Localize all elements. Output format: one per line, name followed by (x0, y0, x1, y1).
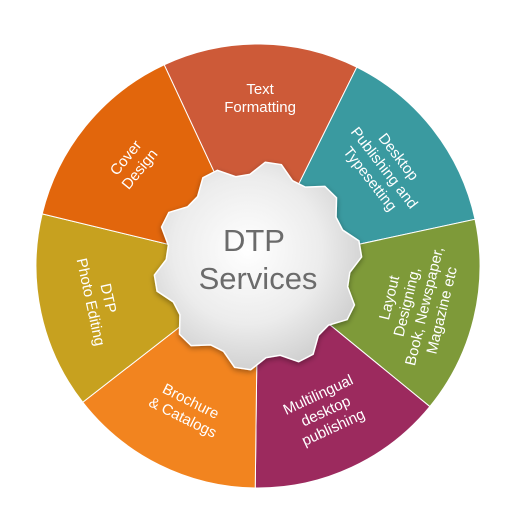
center-hub: DTP Services (153, 161, 363, 371)
segment-label-line: DTP (96, 282, 119, 315)
segment-label-line: Text (246, 81, 274, 98)
center-label-line-2: Services (199, 261, 318, 296)
segment-label-layout-designing: LayoutDesigning,Book, Newspaper,Magazine… (367, 237, 465, 372)
segment-label-line: Formatting (224, 99, 296, 116)
center-label-line-1: DTP (223, 223, 284, 258)
center-gear (153, 161, 363, 371)
center-label: DTP Services (199, 223, 318, 296)
segment-text-formatting (163, 43, 358, 268)
